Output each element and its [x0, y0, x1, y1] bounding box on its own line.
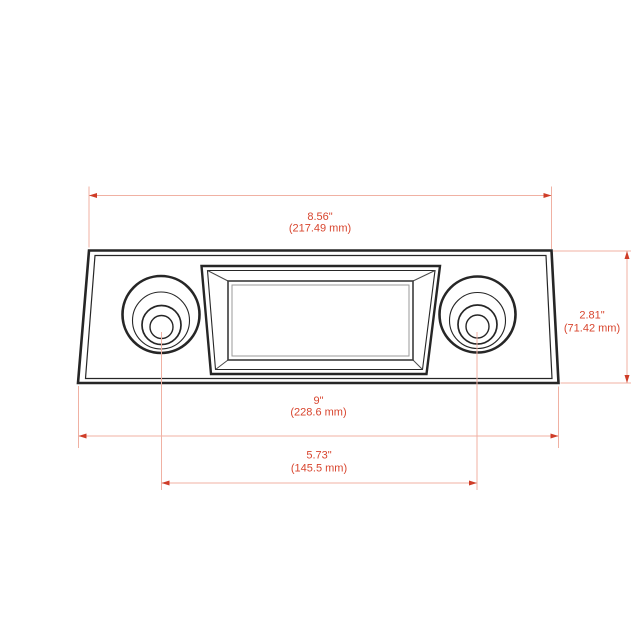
- dimension-value-inches: 8.56": [307, 211, 332, 223]
- faceplate-outline: [76, 249, 560, 385]
- arrowhead-left-icon: [161, 480, 170, 486]
- screen: [227, 280, 414, 361]
- bezel-bevel-top-left: [207, 270, 229, 282]
- dimension-value-mm: (145.5 mm): [291, 463, 347, 475]
- arrowhead-right-icon: [469, 480, 477, 486]
- arrowhead-right-icon: [550, 433, 559, 439]
- bezel-outer-edge: [200, 264, 442, 376]
- dimension-value-inches: 2.81": [579, 310, 604, 322]
- arrowhead-left-icon: [78, 433, 87, 439]
- dimension-height: 2.81" (71.42 mm): [553, 250, 631, 384]
- screen-bezel: [200, 264, 442, 376]
- screen-display-area: [231, 284, 410, 357]
- dimension-value-mm: (217.49 mm): [289, 223, 351, 235]
- bezel-bevel-bottom-right: [412, 359, 423, 370]
- arrowhead-down-icon: [624, 375, 630, 383]
- faceplate-inner-edge: [84, 254, 553, 380]
- dimension-bottom-width: 9" (228.6 mm): [78, 386, 559, 448]
- dimension-value-inches: 9": [313, 395, 323, 407]
- faceplate-outer-edge: [76, 249, 560, 385]
- dimension-value-inches: 5.73": [306, 450, 331, 462]
- dimension-value-mm: (71.42 mm): [564, 323, 620, 335]
- dimension-top-width: 8.56" (217.49 mm): [88, 186, 552, 249]
- bezel-bevel-bottom-left: [215, 359, 229, 370]
- dimension-knob-spacing: 5.73" (145.5 mm): [161, 332, 478, 490]
- arrowhead-left-icon: [89, 193, 97, 198]
- dimension-value-mm: (228.6 mm): [290, 407, 346, 419]
- arrowhead-up-icon: [624, 251, 630, 259]
- arrowhead-right-icon: [543, 193, 552, 198]
- screen-outer-frame: [227, 280, 414, 361]
- bezel-bevel-top-right: [412, 270, 436, 282]
